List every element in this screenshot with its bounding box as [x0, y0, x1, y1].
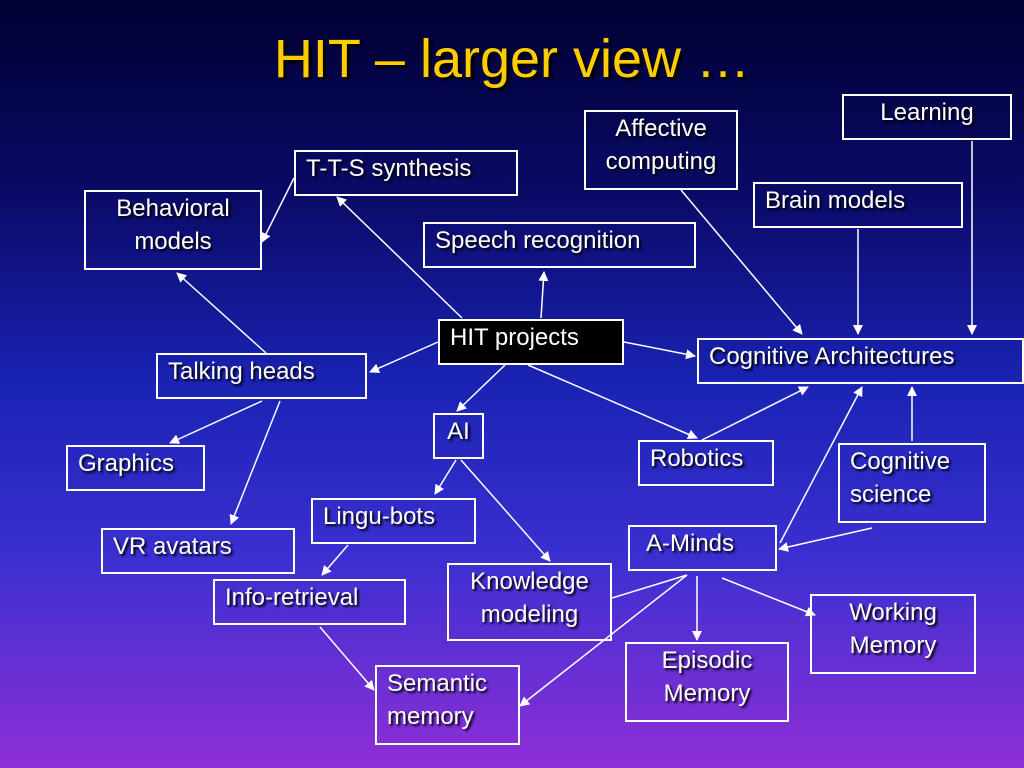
node-semantic-memory: Semantic memory — [375, 665, 520, 745]
connector-aminds-to-working — [721, 577, 816, 617]
node-info-retrieval-label: Info-retrieval — [225, 584, 359, 611]
connector-affective-to-cogarch — [680, 189, 803, 335]
node-working-memory-label: Working Memory — [849, 599, 937, 659]
node-lingu-bots: Lingu-bots — [311, 498, 476, 544]
node-cognitive-architectures-label: Cognitive Architectures — [709, 343, 955, 370]
connector-hit-to-robotics — [527, 364, 698, 440]
connector-hit-to-talking — [369, 341, 439, 373]
connector-hit-to-tts — [336, 196, 463, 319]
node-a-minds-label: A-Minds — [646, 530, 735, 557]
node-knowledge-modeling-label: Knowledge modeling — [470, 568, 589, 628]
node-speech-recognition: Speech recognition — [423, 222, 696, 268]
node-working-memory: Working Memory — [810, 594, 976, 674]
node-episodic-memory-label: Episodic Memory — [661, 647, 753, 707]
node-vr-avatars-label: VR avatars — [113, 533, 232, 560]
connector-info-to-semantic — [319, 626, 375, 691]
node-info-retrieval: Info-retrieval — [213, 579, 406, 625]
node-tts-synthesis-label: T-T-S synthesis — [306, 155, 472, 182]
connector-knowledge-to-aminds — [611, 574, 688, 599]
node-talking-heads: Talking heads — [156, 353, 367, 399]
node-knowledge-modeling: Knowledge modeling — [447, 563, 612, 641]
connector-robotics-to-cogarch — [701, 386, 809, 441]
node-lingu-bots-label: Lingu-bots — [323, 503, 436, 530]
node-cognitive-science: Cognitive science — [838, 443, 986, 523]
node-robotics-label: Robotics — [650, 445, 744, 472]
node-tts-synthesis: T-T-S synthesis — [294, 150, 518, 196]
connector-talking-to-behavioral — [176, 272, 267, 354]
connector-ai-to-lingu — [434, 459, 457, 495]
node-graphics: Graphics — [66, 445, 205, 491]
node-learning: Learning — [842, 94, 1012, 140]
node-hit-projects: HIT projects — [438, 319, 624, 365]
node-a-minds: A-Minds — [628, 525, 777, 571]
node-talking-heads-label: Talking heads — [168, 358, 315, 385]
connector-hit-to-cogarch — [623, 341, 696, 360]
node-vr-avatars: VR avatars — [101, 528, 295, 574]
node-robotics: Robotics — [638, 440, 774, 486]
node-behavioral-models: Behavioral models — [84, 190, 262, 270]
node-hit-projects-label: HIT projects — [450, 324, 579, 351]
node-ai: AI — [433, 413, 484, 459]
connector-talking-to-graphics — [169, 400, 263, 444]
slide-title: HIT – larger view … — [273, 29, 751, 89]
node-semantic-memory-label: Semantic memory — [387, 670, 488, 730]
connector-cogsci-to-aminds — [778, 527, 873, 552]
node-episodic-memory: Episodic Memory — [625, 642, 789, 722]
node-behavioral-models-label: Behavioral models — [116, 195, 230, 255]
connector-talking-to-vr — [229, 400, 281, 525]
connector-ai-to-knowledge — [460, 459, 551, 562]
node-brain-models: Brain models — [753, 182, 963, 228]
node-affective-computing-label: Affective computing — [605, 115, 717, 175]
node-cognitive-architectures: Cognitive Architectures — [697, 338, 1024, 384]
connector-hit-to-ai — [456, 364, 506, 412]
connector-lingu-to-info — [321, 544, 349, 576]
connector-aminds-to-cogarch — [779, 386, 863, 544]
node-ai-label: AI — [447, 418, 470, 445]
node-cognitive-science-label: Cognitive science — [850, 448, 951, 508]
node-speech-recognition-label: Speech recognition — [435, 227, 641, 254]
connector-hit-to-speech — [538, 271, 549, 319]
connector-tts-to-behavioral — [261, 177, 295, 243]
node-brain-models-label: Brain models — [765, 187, 906, 214]
node-learning-label: Learning — [880, 99, 974, 126]
node-graphics-label: Graphics — [78, 450, 175, 477]
node-affective-computing: Affective computing — [584, 110, 738, 190]
